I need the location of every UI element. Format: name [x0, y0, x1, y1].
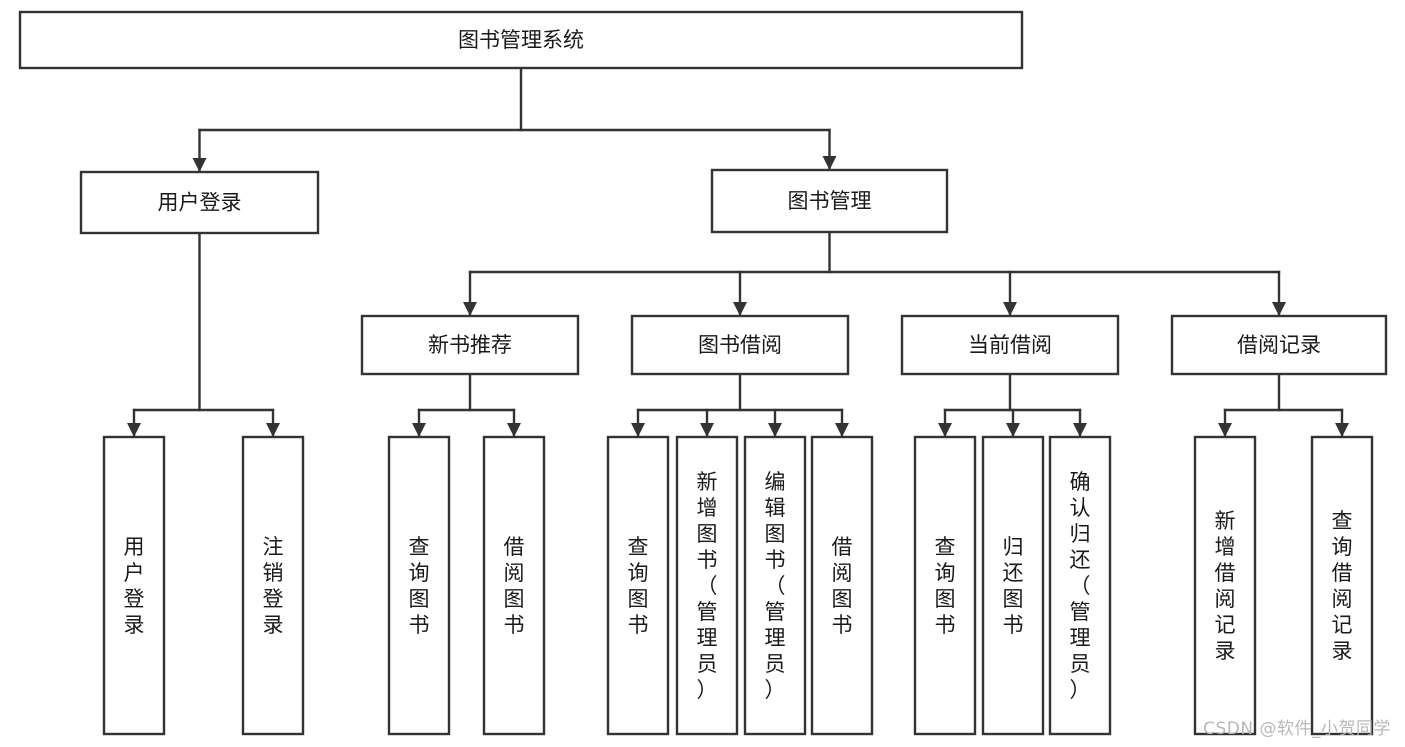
node-box-borrow-book-1[interactable] — [482, 435, 546, 736]
arrow-head-icon — [1335, 423, 1349, 437]
node-label-book-manage: 图书管理 — [788, 189, 872, 213]
arrow-head-icon — [412, 423, 426, 437]
arrow-head-icon — [1003, 302, 1017, 316]
node-box-borrow-records[interactable] — [1170, 314, 1388, 376]
node-query-book-2[interactable]: 查询图书 — [606, 435, 670, 736]
arrow-head-icon — [1006, 423, 1020, 437]
node-box-root[interactable] — [18, 10, 1024, 70]
node-label-confirm-return-admin: 确认归还（管理员） — [1070, 470, 1091, 702]
node-layer: 图书管理系统用户登录用户登录注销登录图书管理新书推荐查询图书借阅图书图书借阅查询… — [18, 10, 1388, 736]
node-label-query-book-2: 查询图书 — [628, 535, 649, 637]
arrow-head-icon — [733, 302, 747, 316]
node-new-book-recommend[interactable]: 新书推荐 — [360, 314, 580, 376]
connector-layer — [127, 66, 1349, 438]
node-label-user-login: 用户登录 — [158, 191, 242, 215]
arrow-head-icon — [768, 423, 782, 437]
node-label-query-borrow-record: 查询借阅记录 — [1332, 509, 1353, 663]
arrow-head-icon — [835, 423, 849, 437]
node-label-return-book: 归还图书 — [1003, 535, 1024, 637]
node-box-user-logout[interactable] — [241, 435, 305, 736]
node-borrow-book-2[interactable]: 借阅图书 — [810, 435, 874, 736]
arrow-head-icon — [1272, 302, 1286, 316]
node-label-user-login-do: 用户登录 — [124, 535, 145, 637]
node-box-user-login-do[interactable] — [102, 435, 166, 736]
node-box-edit-book-admin[interactable] — [743, 435, 807, 736]
node-label-query-book-1: 查询图书 — [409, 535, 430, 637]
node-current-borrow[interactable]: 当前借阅 — [900, 314, 1120, 376]
arrow-head-icon — [507, 423, 521, 437]
node-add-book-admin[interactable]: 新增图书（管理员） — [675, 435, 739, 736]
node-box-new-book-recommend[interactable] — [360, 314, 580, 376]
node-add-borrow-record[interactable]: 新增借阅记录 — [1193, 435, 1257, 736]
arrow-head-icon — [463, 302, 477, 316]
node-query-borrow-record[interactable]: 查询借阅记录 — [1310, 435, 1374, 736]
node-user-login[interactable]: 用户登录 — [79, 170, 320, 235]
node-user-logout[interactable]: 注销登录 — [241, 435, 305, 736]
node-borrow-records[interactable]: 借阅记录 — [1170, 314, 1388, 376]
node-label-new-book-recommend: 新书推荐 — [428, 333, 512, 357]
node-box-book-borrow[interactable] — [630, 314, 850, 376]
node-query-book-1[interactable]: 查询图书 — [387, 435, 451, 736]
arrow-head-icon — [127, 423, 141, 437]
node-edit-book-admin[interactable]: 编辑图书（管理员） — [743, 435, 807, 736]
node-label-borrow-book-2: 借阅图书 — [832, 535, 853, 637]
node-box-query-borrow-record[interactable] — [1310, 435, 1374, 736]
node-label-add-book-admin: 新增图书（管理员） — [697, 470, 718, 702]
node-box-query-book-2[interactable] — [606, 435, 670, 736]
arrow-head-icon — [822, 156, 837, 170]
arrow-head-icon — [700, 423, 714, 437]
node-user-login-do[interactable]: 用户登录 — [102, 435, 166, 736]
node-box-user-login[interactable] — [79, 170, 320, 235]
node-label-edit-book-admin: 编辑图书（管理员） — [765, 470, 786, 702]
node-box-current-borrow[interactable] — [900, 314, 1120, 376]
node-box-query-book-1[interactable] — [387, 435, 451, 736]
node-confirm-return-admin[interactable]: 确认归还（管理员） — [1048, 435, 1112, 736]
arrow-head-icon — [192, 158, 207, 172]
node-label-borrow-book-1: 借阅图书 — [504, 535, 525, 637]
node-return-book[interactable]: 归还图书 — [981, 435, 1045, 736]
arrow-head-icon — [266, 423, 280, 437]
node-box-add-borrow-record[interactable] — [1193, 435, 1257, 736]
node-box-borrow-book-2[interactable] — [810, 435, 874, 736]
node-book-manage[interactable]: 图书管理 — [710, 168, 949, 234]
node-label-root: 图书管理系统 — [458, 28, 584, 52]
node-label-user-logout: 注销登录 — [263, 535, 284, 637]
arrow-head-icon — [1218, 423, 1232, 437]
arrow-head-icon — [1073, 423, 1087, 437]
node-book-borrow[interactable]: 图书借阅 — [630, 314, 850, 376]
node-query-book-3[interactable]: 查询图书 — [913, 435, 977, 736]
arrow-head-icon — [631, 423, 645, 437]
node-box-query-book-3[interactable] — [913, 435, 977, 736]
node-label-add-borrow-record: 新增借阅记录 — [1215, 509, 1236, 663]
arrow-head-icon — [938, 423, 952, 437]
node-box-book-manage[interactable] — [710, 168, 949, 234]
node-root[interactable]: 图书管理系统 — [18, 10, 1024, 70]
node-borrow-book-1[interactable]: 借阅图书 — [482, 435, 546, 736]
node-label-borrow-records: 借阅记录 — [1237, 333, 1321, 357]
node-box-return-book[interactable] — [981, 435, 1045, 736]
node-label-query-book-3: 查询图书 — [935, 535, 956, 637]
node-box-confirm-return-admin[interactable] — [1048, 435, 1112, 736]
node-label-current-borrow: 当前借阅 — [968, 333, 1052, 357]
node-box-add-book-admin[interactable] — [675, 435, 739, 736]
node-label-book-borrow: 图书借阅 — [698, 333, 782, 357]
